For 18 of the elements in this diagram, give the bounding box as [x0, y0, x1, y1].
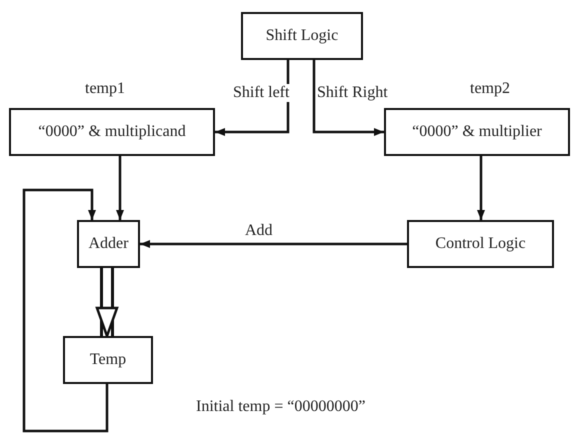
- process-box: “0000” & multiplier: [384, 108, 570, 156]
- process-box: Adder: [77, 220, 140, 268]
- process-box: “0000” & multiplicand: [9, 108, 215, 156]
- register-label: temp2: [470, 80, 510, 98]
- note-text: Initial temp = “00000000”: [196, 398, 366, 416]
- process-box: Shift Logic: [241, 12, 363, 60]
- arrow: [215, 60, 290, 136]
- process-box: Control Logic: [407, 220, 554, 268]
- hollow-arrow: [96, 268, 118, 338]
- process-box: Temp: [63, 336, 153, 384]
- edge-label: Shift Right: [316, 84, 389, 102]
- arrow: [116, 156, 124, 220]
- arrow: [477, 156, 485, 220]
- edge-label: Shift left: [232, 84, 290, 102]
- register-label: temp1: [85, 80, 125, 98]
- arrow: [22, 188, 108, 432]
- arrow: [140, 240, 407, 248]
- arrow: [312, 60, 384, 136]
